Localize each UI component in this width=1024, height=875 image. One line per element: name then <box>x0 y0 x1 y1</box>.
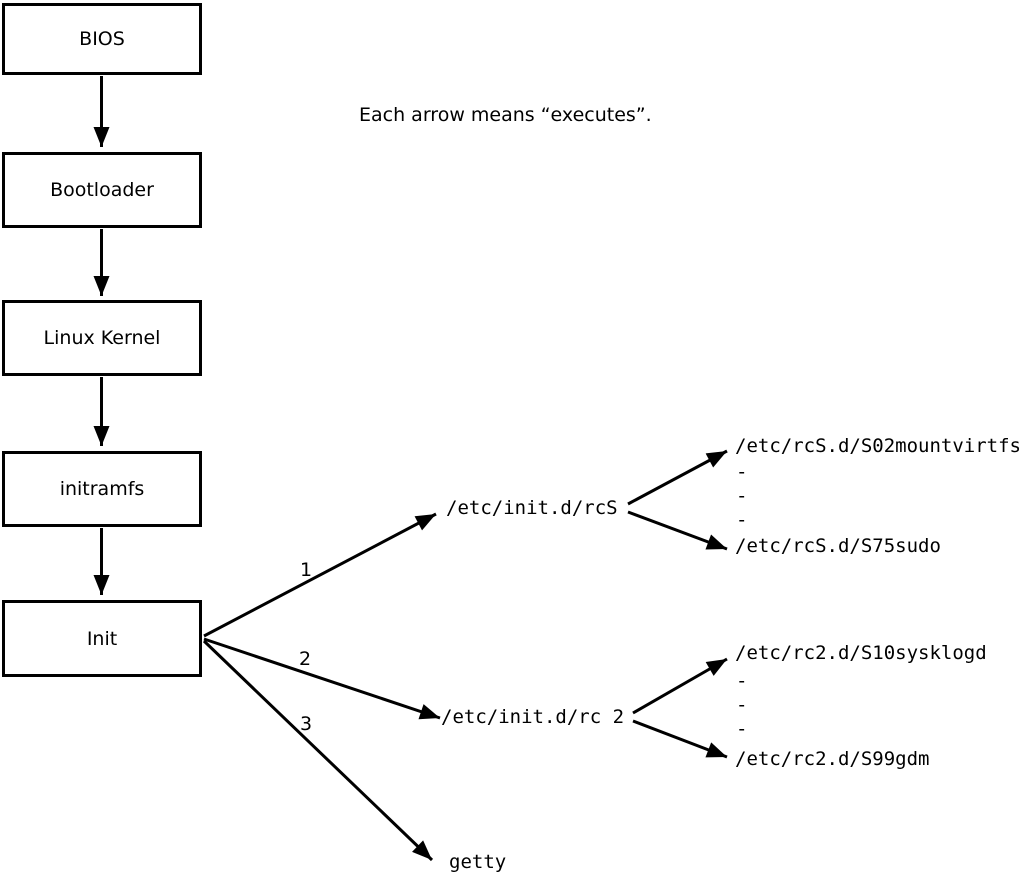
branch-3-order-label: 3 <box>299 713 313 735</box>
rc2-child-s99gdm: /etc/rc2.d/S99gdm <box>735 748 930 770</box>
note-arrow-meaning: Each arrow means “executes”. <box>359 104 652 126</box>
node-bios-label: BIOS <box>79 28 125 50</box>
rcs-child-ellipsis-2: - <box>736 485 748 507</box>
branch-target-rc2: /etc/init.d/rc 2 <box>441 706 625 728</box>
rcs-child-s02mountvirtfs: /etc/rcS.d/S02mountvirtfs <box>735 435 1021 457</box>
node-bios: BIOS <box>2 3 202 75</box>
arrow-rcs-to-s02mountvirtfs <box>627 449 728 506</box>
branch-1-order-label: 1 <box>299 559 313 581</box>
arrow-init-to-rcs <box>203 512 437 638</box>
arrow-init-to-rc2 <box>203 637 441 720</box>
branch-2-order-label: 2 <box>298 648 312 670</box>
arrow-init-to-getty <box>202 639 434 862</box>
arrow-rc2-to-s99gdm <box>632 719 728 759</box>
rc2-child-ellipsis-1: - <box>736 670 748 692</box>
rc2-child-ellipsis-2: - <box>736 694 748 716</box>
node-init-label: Init <box>86 627 118 650</box>
node-linux-kernel-label: Linux Kernel <box>43 327 161 349</box>
branch-target-rcs: /etc/init.d/rcS <box>446 497 618 519</box>
node-linux-kernel: Linux Kernel <box>2 300 202 376</box>
node-initramfs: initramfs <box>2 451 202 527</box>
rc2-child-s10sysklogd: /etc/rc2.d/S10sysklogd <box>735 642 987 664</box>
node-initramfs-label: initramfs <box>59 478 145 500</box>
node-bootloader: Bootloader <box>2 152 202 228</box>
rc2-child-ellipsis-3: - <box>736 718 748 740</box>
arrow-rcs-to-s75sudo <box>627 510 728 551</box>
branch-target-getty: getty <box>449 851 507 873</box>
node-init: Init <box>2 600 202 677</box>
rcs-child-ellipsis-1: - <box>736 461 748 483</box>
rcs-child-ellipsis-3: - <box>736 509 748 531</box>
node-bootloader-label: Bootloader <box>50 179 154 201</box>
rcs-child-s75sudo: /etc/rcS.d/S75sudo <box>735 535 941 557</box>
arrow-rc2-to-s10sysklogd <box>632 657 728 715</box>
